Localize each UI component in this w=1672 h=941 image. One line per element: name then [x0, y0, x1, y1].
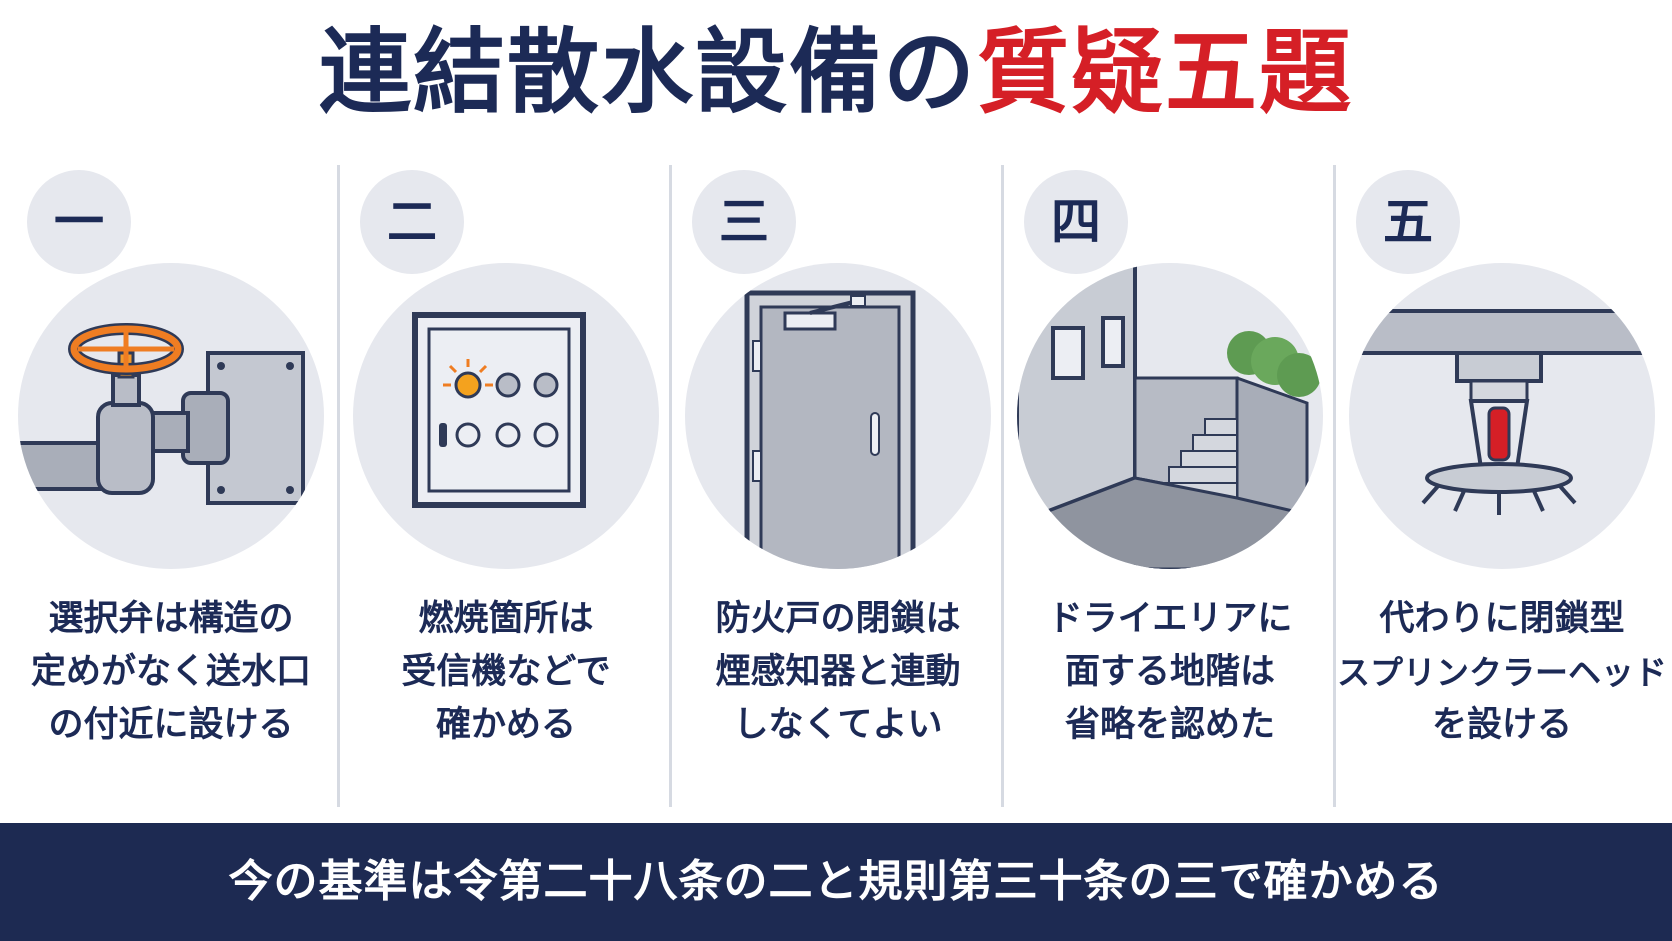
item-3: 三 防火戸の閉鎖は 煙感知器と連動 しなくてよい: [672, 160, 1004, 810]
items-row: 一 選択弁は構造の 定めがなく送水口 の付近に設ける: [0, 160, 1672, 810]
fire-door-icon: [685, 263, 991, 569]
item-2: 二 燃焼箇所は 受信機などで 確かめる: [340, 160, 672, 810]
title-main: 連結散水設備の: [318, 19, 977, 126]
item-text-line: 定めがなく送水口: [30, 652, 311, 692]
item-text-line: 確かめる: [435, 705, 576, 745]
item-text: 燃焼箇所は 受信機などで 確かめる: [340, 593, 672, 752]
title-accent: 質疑五題: [977, 19, 1354, 126]
item-1: 一 選択弁は構造の 定めがなく送水口 の付近に設ける: [5, 160, 337, 810]
item-text-line: の付近に設ける: [48, 705, 294, 745]
item-text-line: を設ける: [1431, 705, 1572, 745]
column-divider: [1333, 165, 1336, 807]
item-text-line: 燃焼箇所は: [418, 599, 594, 639]
column-divider: [669, 165, 672, 807]
item-text-line: 選択弁は構造の: [48, 599, 294, 639]
item-number: 三: [692, 170, 796, 274]
item-number: 四: [1024, 170, 1128, 274]
item-text-line: 煙感知器と連動: [715, 652, 961, 692]
column-divider: [1001, 165, 1004, 807]
footer-text: 今の基準は令第二十八条の二と規則第三十条の三で確かめる: [228, 856, 1444, 907]
item-5: 五 代わりに閉鎖型 スプリンクラーヘッド を設ける: [1336, 160, 1668, 810]
item-text-line: スプリンクラーヘッド: [1337, 653, 1667, 692]
footer-banner: 今の基準は令第二十八条の二と規則第三十条の三で確かめる: [0, 823, 1672, 941]
item-number: 二: [360, 170, 464, 274]
item-text-line: 省略を認めた: [1064, 705, 1275, 745]
item-number: 五: [1356, 170, 1460, 274]
item-text: 防火戸の閉鎖は 煙感知器と連動 しなくてよい: [672, 593, 1004, 752]
page-title: 連結散水設備の質疑五題: [0, 18, 1672, 128]
item-4: 四 ドライエリアに: [1004, 160, 1336, 810]
dry-area-icon: [1017, 263, 1323, 569]
item-text-line: 面する地階は: [1064, 652, 1275, 692]
sprinkler-head-icon: [1349, 263, 1655, 569]
item-text-line: しなくてよい: [733, 705, 943, 745]
item-number: 一: [27, 170, 131, 274]
item-text: 選択弁は構造の 定めがなく送水口 の付近に設ける: [5, 593, 337, 752]
item-text-line: 代わりに閉鎖型: [1379, 599, 1625, 639]
item-text: 代わりに閉鎖型 スプリンクラーヘッド を設ける: [1336, 593, 1668, 752]
valve-pipe-icon: [18, 263, 324, 569]
item-text-line: 受信機などで: [401, 652, 611, 692]
receiver-panel-icon: [353, 263, 659, 569]
item-text-line: ドライエリアに: [1047, 599, 1293, 639]
item-text: ドライエリアに 面する地階は 省略を認めた: [1004, 593, 1336, 752]
item-text-line: 防火戸の閉鎖は: [715, 599, 961, 639]
column-divider: [337, 165, 340, 807]
